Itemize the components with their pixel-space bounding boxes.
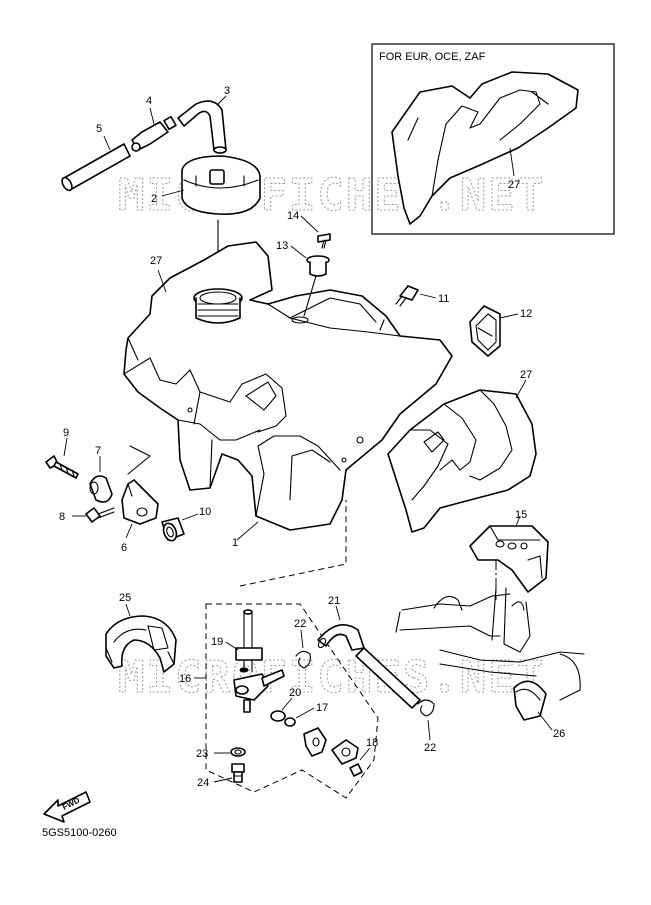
part-1-fuel-tank xyxy=(123,241,453,531)
part-9-bolt xyxy=(45,455,79,479)
part-3-breather-pipe xyxy=(177,100,227,154)
callout-24: 24 xyxy=(197,777,209,789)
callout-14: 14 xyxy=(287,210,299,222)
frame-reference xyxy=(395,587,585,721)
callout-11: 11 xyxy=(438,293,449,305)
part-25-guard xyxy=(105,615,177,673)
inset-side-cover xyxy=(391,71,579,225)
callout-3: 3 xyxy=(224,85,230,97)
part-15-clamp xyxy=(469,525,549,593)
callout-19: 19 xyxy=(211,636,223,648)
callout-26: 26 xyxy=(553,728,565,740)
callout-4: 4 xyxy=(146,95,152,107)
callout-22-top: 22 xyxy=(294,618,306,630)
part-22-clip-b xyxy=(417,699,435,717)
part-7-damper xyxy=(89,475,113,503)
callout-22-bottom: 22 xyxy=(424,742,436,754)
inset-box: FOR EUR, OCE, ZAF 27 xyxy=(371,43,615,235)
part-4-check-valve xyxy=(131,115,177,152)
inset-label: FOR EUR, OCE, ZAF xyxy=(379,51,486,63)
part-17-o-ring xyxy=(284,717,296,727)
callout-5: 5 xyxy=(96,123,102,135)
callout-27-inset: 27 xyxy=(508,179,520,191)
callout-25: 25 xyxy=(119,592,131,604)
part-14-screw xyxy=(317,233,331,249)
callout-13: 13 xyxy=(276,240,288,252)
part-8-bolt xyxy=(85,507,115,523)
callout-17: 17 xyxy=(316,702,328,714)
callout-10: 10 xyxy=(199,506,211,518)
part-22-clip-a xyxy=(295,650,311,669)
callout-12: 12 xyxy=(520,308,532,320)
part-13-collar xyxy=(306,255,330,277)
callout-27-right: 27 xyxy=(520,369,532,381)
callout-20: 20 xyxy=(289,687,301,699)
part-5-breather-hose xyxy=(61,143,131,192)
callout-9: 9 xyxy=(63,427,69,439)
callout-23: 23 xyxy=(196,748,208,760)
callout-8: 8 xyxy=(59,511,65,523)
callout-6: 6 xyxy=(121,542,127,554)
diagram-code: 5GS5100-0260 xyxy=(42,827,117,839)
part-20-filter xyxy=(270,710,286,722)
part-21-fuel-hose xyxy=(317,624,421,709)
part-12-damper xyxy=(469,305,501,357)
part-6-bracket xyxy=(121,479,159,525)
part-27-side-cover xyxy=(387,389,537,533)
callout-18: 18 xyxy=(366,737,378,749)
part-10-collar xyxy=(161,517,185,542)
part-2-fuel-cap xyxy=(181,155,261,215)
part-11-bolt xyxy=(395,285,419,307)
part-19-fuel-cock xyxy=(233,609,285,713)
callout-16: 16 xyxy=(179,673,191,685)
part-24-drain-bolt xyxy=(231,763,245,783)
part-18-plate xyxy=(331,739,363,777)
callout-21: 21 xyxy=(328,595,340,607)
fuel-cock-lever xyxy=(303,727,327,757)
watermark-bottom: MICROFICHES.NET xyxy=(118,652,545,703)
callout-2: 2 xyxy=(151,193,157,205)
callout-7: 7 xyxy=(95,445,101,457)
part-23-washer xyxy=(230,747,246,757)
fwd-arrow-icon: FWD xyxy=(43,791,91,823)
callout-27-left: 27 xyxy=(150,255,162,267)
callout-15: 15 xyxy=(515,509,527,521)
callout-1: 1 xyxy=(232,537,238,549)
